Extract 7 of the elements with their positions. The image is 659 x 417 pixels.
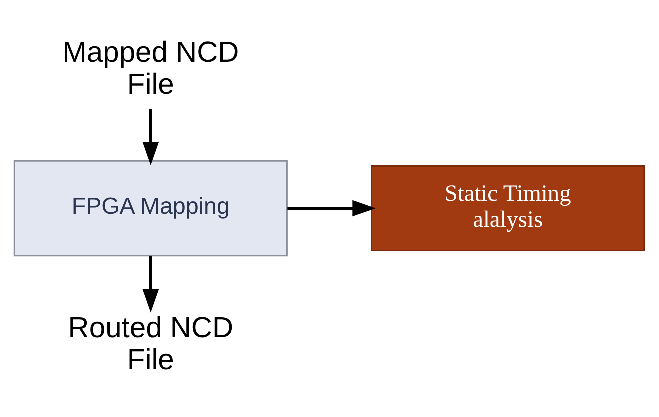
- arrow: [142, 256, 160, 313]
- arrow: [142, 109, 160, 166]
- arrow: [288, 200, 376, 217]
- node-text: Routed NCD File: [68, 312, 234, 377]
- node-box: Static Timing alalysis: [371, 166, 646, 252]
- node-box: FPGA Mapping: [14, 160, 288, 257]
- node-text: Mapped NCD File: [62, 36, 240, 102]
